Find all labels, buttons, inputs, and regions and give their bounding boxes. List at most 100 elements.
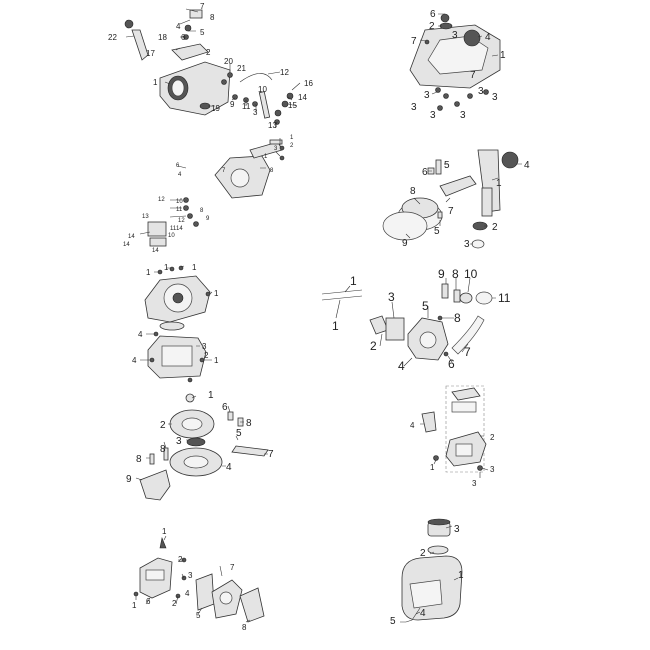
g9-label-0: 1 — [162, 527, 167, 536]
g5-label-0: 1 — [146, 268, 151, 277]
g1-label-20: 13 — [268, 121, 277, 130]
g7-label-3: 8 — [246, 418, 252, 429]
g1-label-11: 1 — [153, 78, 158, 87]
g8-label-0: 4 — [410, 421, 415, 430]
g8-label-3: 3 — [490, 465, 495, 474]
group-crankcase-cover: 6 2 7 3 4 1 7 3 3 3 3 3 3 — [409, 9, 506, 121]
g1-label-3: 5 — [200, 28, 205, 37]
group-carburetor: 1 1 3 9 8 10 11 5 8 2 6 7 4 — [321, 267, 511, 373]
g1-label-6: 2 — [206, 48, 211, 57]
g4-label-3: 1 — [496, 178, 502, 189]
g9-label-7: 8 — [242, 623, 247, 632]
g4-label-6: 5 — [434, 226, 440, 237]
g1-label-12: 12 — [280, 68, 289, 77]
g3-label-13: 12 — [178, 218, 185, 224]
g1-label-18: 3 — [253, 108, 258, 117]
g2-label-5: 1 — [500, 50, 506, 61]
g2-label-4: 4 — [485, 32, 491, 43]
g3-label-3: 1 — [264, 154, 268, 160]
g3-label-10: 11 — [176, 207, 183, 213]
g7-label-2: 6 — [222, 402, 228, 413]
g9-label-1: 2 — [178, 555, 183, 564]
g1-label-17: 11 — [242, 102, 251, 111]
g6-label-7: 5 — [422, 299, 429, 313]
g3-label-9: 10 — [176, 199, 183, 205]
g10-label-0: 3 — [454, 524, 460, 535]
g9-label-6: 2 — [172, 599, 177, 608]
group-flywheel: 1 2 6 8 3 5 7 8 8 4 9 — [126, 390, 274, 501]
g3-label-14: 13 — [142, 214, 149, 220]
g2-label-3: 3 — [452, 30, 458, 41]
g2-label-7: 3 — [424, 90, 430, 101]
g1-label-19: 10 — [258, 85, 267, 94]
g2-label-0: 6 — [430, 9, 436, 20]
g2-label-6: 7 — [470, 70, 476, 81]
g6-label-11: 7 — [464, 345, 471, 359]
g7-label-0: 1 — [208, 390, 214, 401]
g4-label-7: 9 — [402, 238, 408, 249]
g2-label-12: 3 — [460, 110, 466, 121]
g7-label-6: 7 — [268, 449, 274, 460]
g3-label-16: 11 — [170, 226, 177, 232]
g3-label-11: 8 — [200, 208, 204, 214]
g9-label-8: 1 — [132, 601, 137, 610]
g1-label-0: 7 — [200, 2, 205, 11]
g3-label-1: 2 — [290, 143, 294, 149]
g7-label-9: 4 — [226, 462, 232, 473]
g7-label-5: 5 — [236, 428, 242, 439]
g4-label-2: 4 — [524, 160, 530, 171]
g6-label-4: 8 — [452, 267, 459, 281]
g2-label-8: 3 — [478, 86, 484, 97]
g7-label-10: 9 — [126, 474, 132, 485]
g9-label-9: 4 — [185, 589, 190, 598]
g2-label-10: 3 — [411, 102, 417, 113]
g5-label-4: 4 — [138, 330, 143, 339]
g3-label-8: 12 — [158, 197, 165, 203]
g5-label-3: 1 — [214, 289, 219, 298]
g3-label-4: 6 — [176, 163, 180, 169]
g6-label-0: 1 — [350, 274, 357, 288]
g8-label-4: 3 — [472, 479, 477, 488]
group-crankshaft-piston: 5 6 4 1 8 7 5 9 2 3 — [382, 149, 530, 250]
g6-label-6: 11 — [498, 291, 511, 305]
g5-label-5: 3 — [202, 342, 207, 351]
g3-label-19: 14 — [123, 242, 130, 248]
g1-label-5: 18 — [158, 33, 167, 42]
g9-label-4: 5 — [196, 611, 201, 620]
g4-label-4: 8 — [410, 186, 416, 197]
g1-label-16: 9 — [230, 100, 235, 109]
g1-label-2: 4 — [176, 22, 181, 31]
g6-label-8: 8 — [454, 311, 461, 325]
g4-label-0: 5 — [444, 160, 450, 171]
g10-label-3: 4 — [420, 608, 426, 619]
g4-label-9: 3 — [464, 239, 470, 250]
g1-label-14: 14 — [298, 93, 307, 102]
group-valve-gear: 1 2 3 1 6 4 7 8 12 10 11 8 9 12 13 14 11… — [123, 135, 294, 254]
g1-label-13: 16 — [304, 79, 313, 88]
group-fuel-tank: 3 2 1 4 5 — [390, 518, 464, 627]
g7-label-7: 8 — [160, 444, 166, 455]
g3-label-20: 14 — [152, 248, 159, 254]
g2-label-1: 2 — [429, 21, 435, 32]
g1-label-1: 8 — [210, 13, 215, 22]
g7-label-8: 8 — [136, 454, 142, 465]
g3-label-15: 14 — [176, 226, 183, 232]
g3-label-17: 10 — [168, 233, 175, 239]
g1-label-10: 21 — [237, 64, 246, 73]
g7-label-1: 2 — [160, 420, 166, 431]
g4-label-5: 7 — [448, 206, 454, 217]
g3-label-5: 4 — [178, 172, 182, 178]
g8-label-1: 2 — [490, 433, 495, 442]
g1-label-4: 6 — [181, 33, 186, 42]
group-cylinder-head: 7 8 4 5 6 18 2 17 22 20 21 1 12 16 14 15… — [108, 2, 313, 130]
g5-label-7: 4 — [132, 356, 137, 365]
g3-label-0: 1 — [290, 135, 294, 141]
g5-label-1: 1 — [164, 263, 169, 272]
g6-label-5: 10 — [464, 267, 478, 281]
g6-label-3: 9 — [438, 267, 445, 281]
g3-label-2: 3 — [274, 146, 278, 152]
g3-label-18: 14 — [128, 234, 135, 240]
g1-label-8: 22 — [108, 33, 117, 42]
g6-label-12: 4 — [398, 359, 405, 373]
